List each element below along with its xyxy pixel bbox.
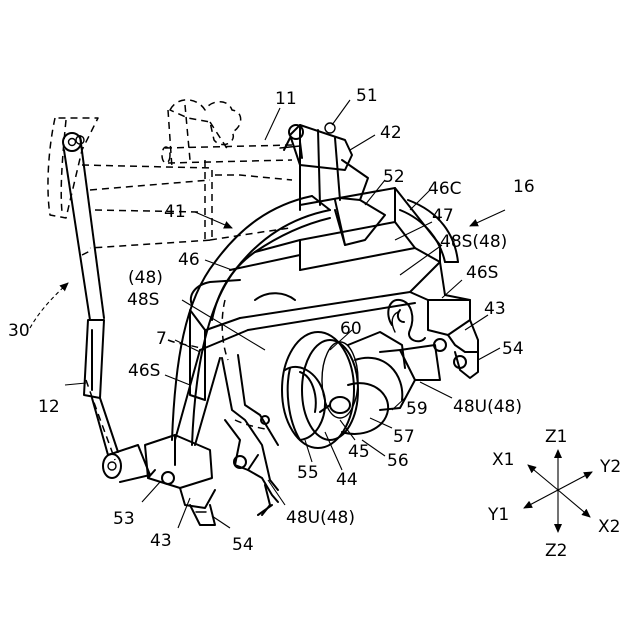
label-56: 56: [387, 451, 409, 471]
axis-y1-arrow: [524, 490, 558, 508]
label-55: 55: [297, 463, 319, 483]
arrow-30: [30, 283, 68, 328]
rotor-assembly: [255, 293, 446, 448]
label-46s-left: 46S: [128, 361, 160, 381]
label-16: 16: [513, 177, 535, 197]
axis-x1-label: X1: [492, 450, 514, 470]
lower-arm: [222, 355, 278, 515]
axis-y2-arrow: [558, 472, 592, 490]
label-45: 45: [348, 442, 370, 462]
right-hitch: [448, 320, 478, 378]
label-11: 11: [275, 89, 297, 109]
axis-indicator: Z1 X1 Y2 Y1 X2 Z2: [487, 427, 621, 561]
label-48-paren: (48): [128, 268, 163, 288]
label-30: 30: [8, 321, 30, 341]
label-59: 59: [406, 399, 428, 419]
axis-y2-label: Y2: [599, 457, 621, 477]
label-46s-right: 46S: [466, 263, 498, 283]
label-54-right: 54: [502, 339, 524, 359]
axis-x1-arrow: [528, 465, 558, 490]
label-41: 41: [164, 202, 186, 222]
axis-x2-arrow: [558, 490, 590, 517]
label-54-bottom: 54: [232, 535, 254, 555]
arrow-41: [195, 212, 232, 228]
leader-lines: [65, 100, 500, 528]
label-53: 53: [113, 509, 135, 529]
label-46-top: 46: [178, 250, 200, 270]
label-48s-left: 48S: [127, 290, 159, 310]
label-43-bottom: 43: [150, 531, 172, 551]
label-43-right: 43: [484, 299, 506, 319]
axis-z1-label: Z1: [545, 427, 567, 447]
label-52: 52: [383, 167, 405, 187]
label-60: 60: [340, 319, 362, 339]
label-46c: 46C: [428, 179, 462, 199]
label-47: 47: [432, 206, 454, 226]
label-42: 42: [380, 123, 402, 143]
label-51: 51: [356, 86, 378, 106]
left-lower-bracket: [145, 435, 215, 525]
arrow-16: [470, 210, 505, 226]
axis-y1-label: Y1: [487, 505, 509, 525]
label-48u-bottom: 48U(48): [286, 508, 355, 528]
label-7: 7: [156, 329, 167, 349]
label-57: 57: [393, 427, 415, 447]
axis-z2-label: Z2: [545, 541, 567, 561]
label-44: 44: [336, 470, 358, 490]
label-48s48-right: 48S(48): [440, 232, 507, 252]
label-48u-right: 48U(48): [453, 397, 522, 417]
axis-x2-label: X2: [598, 517, 620, 537]
label-12: 12: [38, 397, 60, 417]
